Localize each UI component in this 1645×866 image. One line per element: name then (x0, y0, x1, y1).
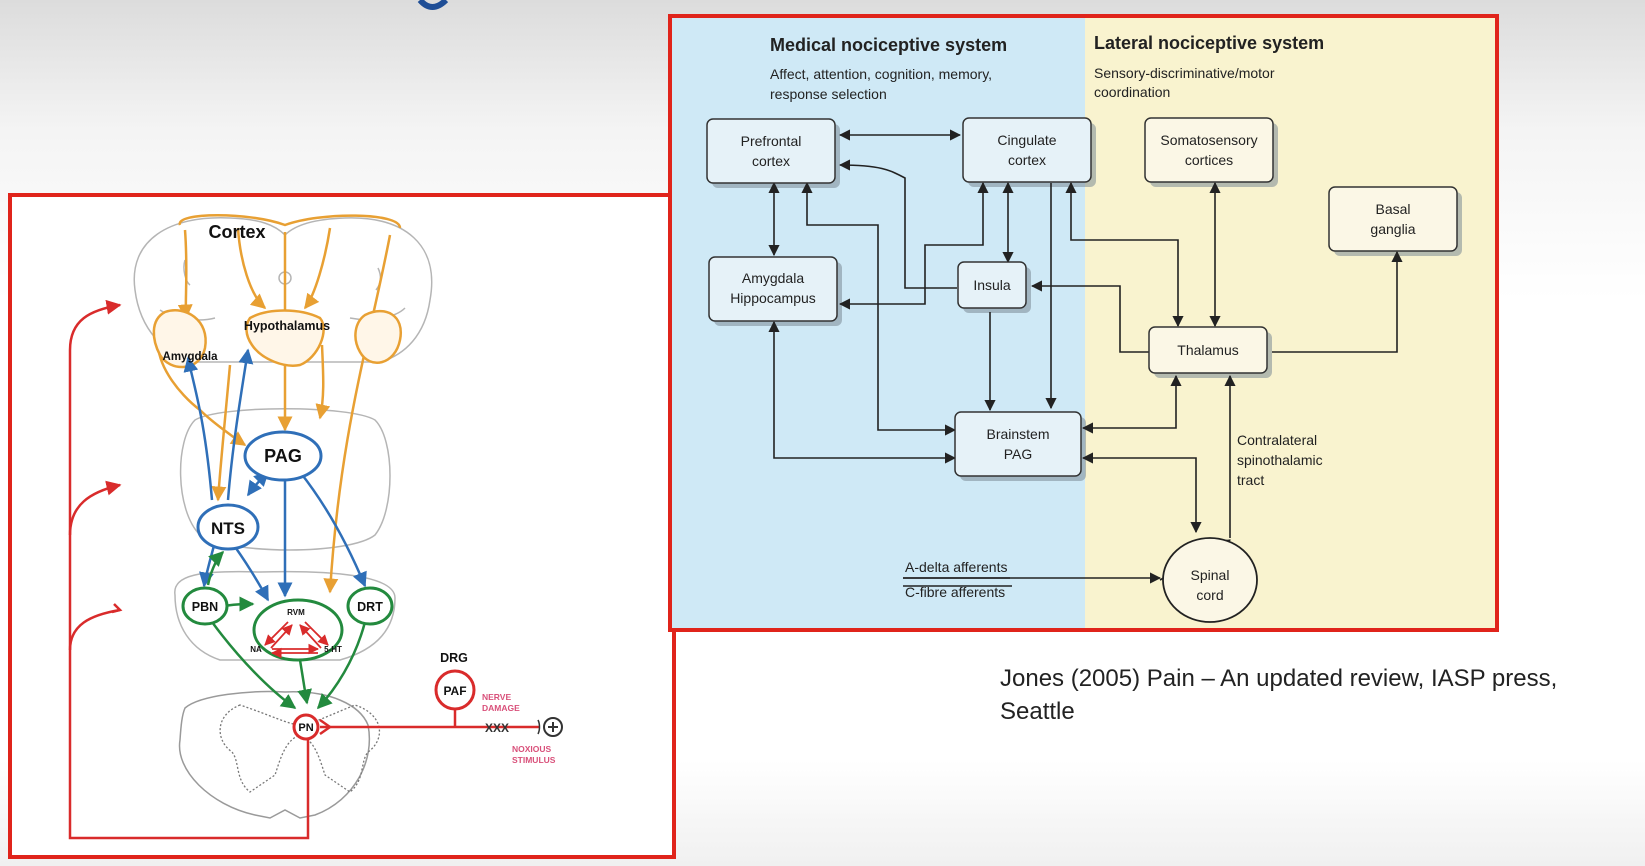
right-arrows (768, 129, 1403, 584)
lateral-subtitle-2: coordination (1094, 84, 1170, 100)
box-brainstem-line1: Brainstem (986, 426, 1049, 442)
box-somatosensory-line1: Somatosensory (1160, 132, 1257, 148)
right-diagram: Medical nociceptive system Affect, atten… (668, 14, 1499, 632)
box-basal-line1: Basal (1375, 201, 1410, 217)
spinal-cord-line1: Spinal (1191, 567, 1230, 583)
box-cingulate-line2: cortex (1008, 152, 1046, 168)
box-amygdala-line2: Hippocampus (730, 290, 816, 306)
medulla-outline (174, 570, 396, 661)
label-5ht: 5-HT (324, 645, 342, 654)
tract-line1: Contralateral (1237, 432, 1317, 448)
medial-subtitle-2: response selection (770, 86, 887, 102)
medial-title: Medical nociceptive system (770, 35, 1007, 55)
label-pn: PN (298, 722, 313, 734)
label-pag: PAG (264, 446, 302, 466)
box-amygdala-line1: Amygdala (742, 270, 804, 286)
box-prefrontal-line2: cortex (752, 153, 790, 169)
box-cingulate-cortex (962, 117, 1092, 183)
box-brainstem-line2: PAG (1004, 446, 1033, 462)
citation-line-1: Jones (2005) Pain – An updated review, I… (1000, 665, 1558, 692)
box-cingulate-line1: Cingulate (997, 132, 1056, 148)
box-somatosensory-cortices (1144, 117, 1274, 183)
tract-line2: spinothalamic (1237, 452, 1323, 468)
label-paf: PAF (443, 684, 466, 698)
pbn-node (181, 586, 229, 626)
label-amygdala: Amygdala (163, 351, 219, 363)
spinal-cord-line2: cord (1196, 587, 1223, 603)
lateral-panel (1085, 16, 1497, 630)
box-basal-line2: ganglia (1370, 221, 1415, 237)
box-thalamus (1148, 326, 1268, 374)
title-fragment (417, 0, 449, 10)
label-nerve-damage-1: NERVE (482, 692, 511, 702)
box-somatosensory-line2: cortices (1185, 152, 1233, 168)
box-insula-label: Insula (973, 277, 1011, 293)
right-frame (668, 14, 1499, 632)
label-nts: NTS (211, 519, 245, 538)
label-rvm: RVM (287, 608, 305, 617)
citation-line-2: Seattle (1000, 698, 1075, 725)
label-cortex: Cortex (208, 222, 265, 242)
label-hypothalamus: Hypothalamus (244, 319, 330, 333)
label-na: NA (250, 645, 262, 654)
label-noxious-1: NOXIOUS (512, 744, 552, 754)
left-diagram: Cortex Hypothalamus Amygdala PAG NTS PBN… (8, 193, 676, 859)
box-prefrontal-cortex (706, 118, 836, 184)
lateral-title: Lateral nociceptive system (1094, 33, 1324, 53)
pag-node (243, 430, 323, 482)
box-brainstem-pag (954, 411, 1082, 477)
label-nerve-damage-2: DAMAGE (482, 703, 520, 713)
red-pathways (68, 299, 540, 840)
drt-node (346, 586, 394, 626)
left-frame (8, 193, 676, 859)
nts-node (196, 503, 260, 551)
spinal-cord-circle (1162, 537, 1258, 623)
box-prefrontal-line1: Prefrontal (741, 133, 802, 149)
diagram-boxes (706, 117, 1458, 477)
pn-terminal (319, 718, 333, 736)
label-nerve-cut: XXX (485, 721, 509, 735)
right-amygdala-blob (354, 309, 403, 364)
c-fibre-label: C-fibre afferents (905, 584, 1005, 600)
pn-node (292, 713, 320, 741)
label-pbn: PBN (192, 600, 218, 614)
rvm-triangle (264, 621, 329, 659)
lateral-subtitle-1: Sensory-discriminative/motor (1094, 65, 1275, 81)
tract-line3: tract (1237, 472, 1264, 488)
label-noxious-2: STIMULUS (512, 755, 556, 765)
citation: Jones (2005) Pain – An updated review, I… (1000, 662, 1640, 728)
box-amygdala-hippocampus (708, 256, 838, 322)
box-insula (957, 261, 1027, 309)
box-basal-ganglia (1328, 186, 1458, 252)
box-thalamus-label: Thalamus (1177, 342, 1238, 358)
noxious-stimulus-symbol (537, 717, 563, 737)
paf-node (434, 669, 476, 711)
medial-subtitle-1: Affect, attention, cognition, memory, (770, 66, 992, 82)
label-drt: DRT (357, 600, 383, 614)
label-drg: DRG (440, 651, 468, 665)
a-delta-label: A-delta afferents (905, 559, 1007, 575)
hypothalamus-blob (245, 309, 325, 367)
